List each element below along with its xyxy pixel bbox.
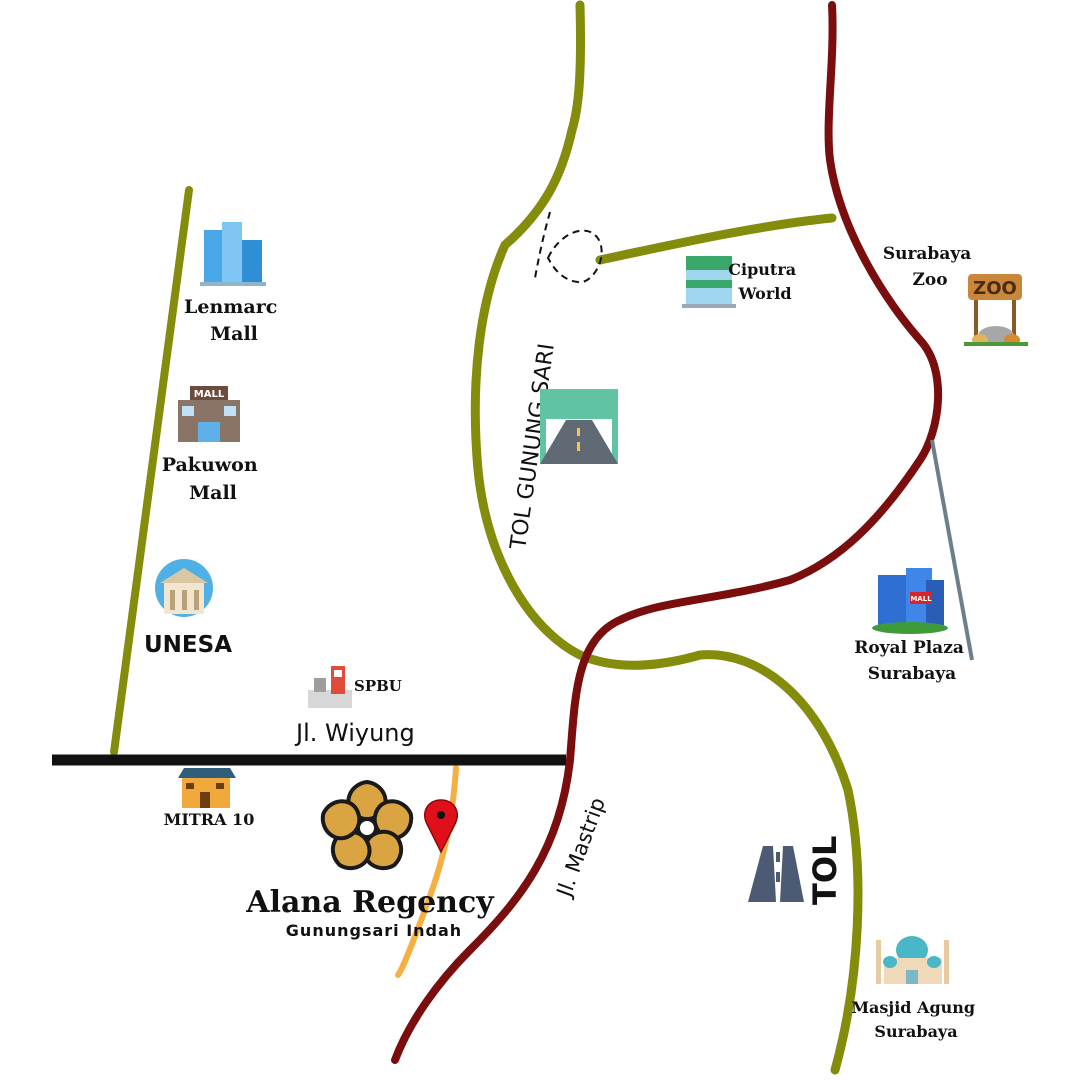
spbu-label: SPBU <box>354 677 402 695</box>
lenmarc-label-1: Lenmarc <box>184 296 277 318</box>
road-tol-gunung-sari <box>470 0 863 1075</box>
pakuwon-label-1: Pakuwon <box>162 454 258 476</box>
svg-text:Masjid Agung Surabaya: Masjid Agung Surabaya <box>851 998 980 1041</box>
road-side-grey <box>930 439 974 661</box>
interchange-loop <box>534 211 603 284</box>
road-access-orange <box>395 765 459 978</box>
svg-text:MALL: MALL <box>910 595 932 603</box>
toll-road-icon <box>540 389 618 464</box>
royal-plaza-label-1: Royal Plaza <box>854 638 964 658</box>
masjid-label-1: Masjid Agung <box>851 998 975 1017</box>
svg-text:ZOO: ZOO <box>973 278 1017 299</box>
masjid-label-2: Surabaya <box>874 1022 957 1041</box>
royal-plaza-label-2: Surabaya <box>868 664 956 684</box>
lenmarc-icon <box>200 222 266 286</box>
road-ciputra-branch <box>595 213 837 265</box>
royal-plaza-icon: MALL <box>872 568 948 634</box>
zoo-label-2: Zoo <box>912 270 947 290</box>
mall-building-icon: MALL <box>178 386 240 442</box>
mosque-icon <box>876 936 949 984</box>
ciputra-building-icon <box>682 256 736 308</box>
svg-text:Lenmarc Mall: Lenmarc Mall <box>184 296 284 345</box>
label-tol: TOL <box>806 836 844 905</box>
road-icon <box>748 846 804 902</box>
label-jl-wiyung: Jl. Wiyung <box>294 719 415 747</box>
gas-station-icon <box>308 666 352 708</box>
lenmarc-label-2: Mall <box>210 323 258 345</box>
svg-text:Royal Plaza Surabaya: Royal Plaza Surabaya <box>854 638 970 684</box>
mitra10-label: MITRA 10 <box>164 810 255 829</box>
ciputra-label-1: Ciputra <box>728 260 796 279</box>
brand-subtitle: Gunungsari Indah <box>286 921 462 940</box>
university-icon <box>155 559 213 617</box>
pakuwon-label-2: Mall <box>189 482 237 504</box>
location-pin-icon[interactable] <box>424 799 458 854</box>
unesa-label: UNESA <box>144 632 232 658</box>
store-icon <box>178 768 236 808</box>
svg-text:MALL: MALL <box>194 389 225 400</box>
svg-text:Surabaya Zoo: Surabaya Zoo <box>883 244 977 290</box>
ciputra-label-2: World <box>737 284 791 303</box>
alana-logo-icon <box>320 779 414 871</box>
road-left-olive <box>110 186 193 756</box>
zoo-icon: ZOO <box>964 274 1028 346</box>
brand-name: Alana Regency <box>245 885 495 920</box>
svg-text:Pakuwon Mall: Pakuwon Mall <box>162 454 265 504</box>
road-main-red <box>391 1 942 1064</box>
zoo-label-1: Surabaya <box>883 244 971 264</box>
svg-text:Ciputra World: Ciputra World <box>728 260 801 303</box>
